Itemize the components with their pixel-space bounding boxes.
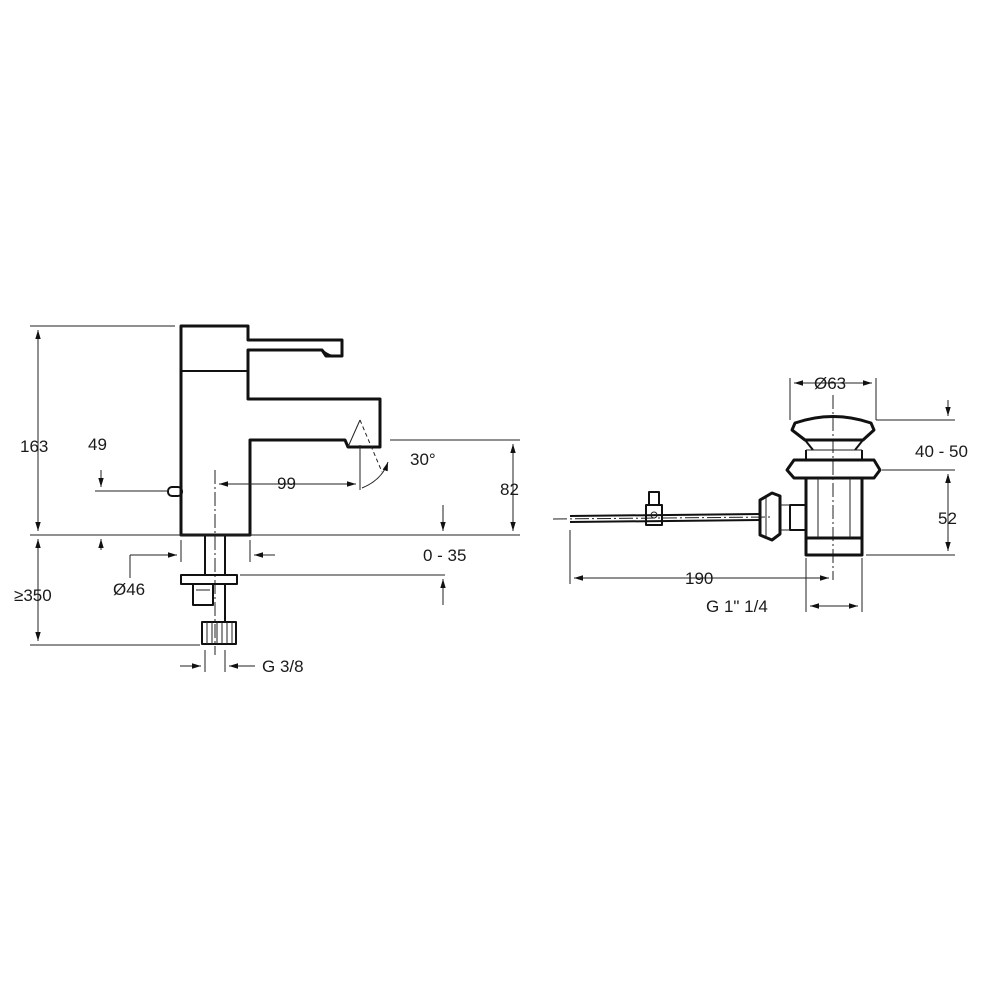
label-hose-length: ≥350 (14, 586, 52, 605)
label-base-diameter: Ø46 (113, 580, 145, 599)
label-height-total: 163 (20, 437, 48, 456)
cap-stem-r (854, 439, 864, 451)
rod-nut (758, 491, 782, 542)
fitting-knurl (206, 622, 233, 644)
faucet-body (179, 324, 382, 537)
pull-rod-top (569, 513, 761, 517)
hose-fitting (201, 621, 237, 645)
label-cap-height: 40 - 50 (915, 442, 968, 461)
clamp-hole (650, 511, 658, 519)
rod-centerline (552, 516, 771, 520)
label-spout-reach: 99 (277, 474, 296, 493)
drain-flange (785, 458, 882, 480)
pull-rod-bottom (569, 519, 761, 523)
label-spout-angle: 30° (410, 450, 436, 469)
label-connection: G 3/8 (262, 657, 304, 676)
label-thread: G 1" 1/4 (706, 597, 768, 616)
angle-ray (359, 419, 383, 473)
angle-arc (361, 461, 389, 489)
label-lever-height: 49 (88, 435, 107, 454)
drain-drawing (552, 378, 955, 612)
label-body-height: 52 (938, 509, 957, 528)
label-cap-diameter: Ø63 (814, 374, 846, 393)
clamp-screw (648, 491, 660, 506)
drain-cap (790, 415, 876, 442)
hose-connector (192, 584, 214, 606)
label-deck-thickness: 0 - 35 (423, 546, 466, 565)
fixing-nut (180, 574, 238, 585)
drain-bottom (804, 536, 864, 557)
label-rod-length: 190 (685, 569, 713, 588)
cap-stem-l (804, 439, 814, 451)
lever-tip (321, 349, 343, 358)
label-spout-height: 82 (500, 480, 519, 499)
faucet-drawing (30, 324, 520, 672)
aerator-line (347, 419, 361, 448)
drain-body (804, 476, 864, 540)
side-connector (789, 504, 806, 531)
